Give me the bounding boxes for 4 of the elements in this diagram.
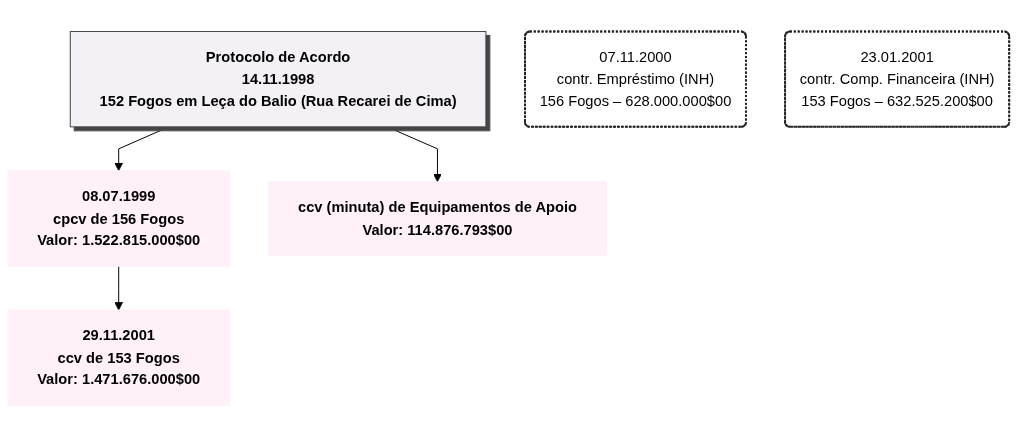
node-box: ccv (minuta) de Equipamentos de Apoio Valor: 114.876.793$00: [268, 181, 607, 256]
node-box: 29.11.2001 ccv de 153 Fogos Valor: 1.471.676.000$00: [7, 309, 231, 406]
node-box: 08.07.1999 cpcv de 156 Fogos Valor: 1.522.815.000$00: [7, 170, 231, 267]
node-box: Protocolo de Acordo 14.11.1998 152 Fogos em Leça do Balio (Rua Recarei de Cima): [69, 31, 487, 128]
